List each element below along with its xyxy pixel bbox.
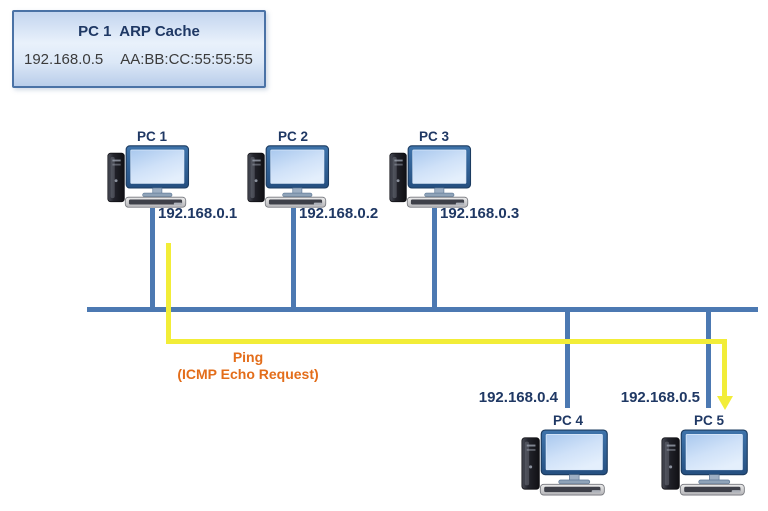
pc3-ip-label: 192.168.0.3 (440, 205, 520, 222)
bus-line (87, 307, 758, 312)
ping-path-segment-down (166, 243, 171, 343)
pc5-ip-label: 192.168.0.5 (620, 389, 700, 406)
pc4-drop-line (565, 311, 570, 408)
ping-path-segment-across (166, 339, 727, 344)
arp-cache-title: PC 1 ARP Cache (78, 23, 200, 40)
pc1-drop-line (150, 208, 155, 309)
ping-path-segment-to-pc5 (722, 339, 727, 397)
ping-arrow-down-icon (717, 396, 733, 410)
pc3-desktop-computer-icon (389, 145, 472, 208)
pc4-label: PC 4 (552, 413, 584, 428)
pc4-ip-label: 192.168.0.4 (478, 389, 558, 406)
pc1-desktop-computer-icon (107, 145, 190, 208)
pc1-ip-label: 192.168.0.1 (158, 205, 238, 222)
pc2-drop-line (291, 208, 296, 309)
pc5-drop-line (706, 311, 711, 408)
pc2-desktop-computer-icon (247, 145, 330, 208)
pc3-drop-line (432, 208, 437, 309)
arp-cache-box: PC 1 ARP Cache 192.168.0.5 AA:BB:CC:55:5… (12, 10, 266, 88)
ping-caption-line1: Ping (232, 349, 264, 365)
pc5-label: PC 5 (693, 413, 725, 428)
ping-caption: Ping (ICMP Echo Request) (166, 349, 330, 383)
pc5-desktop-computer-icon (661, 429, 748, 496)
arp-cache-entry: 192.168.0.5 AA:BB:CC:55:55:55 (14, 51, 264, 68)
arp-entry-ip: 192.168.0.5 (24, 51, 104, 68)
pc2-label: PC 2 (277, 129, 309, 144)
pc2-ip-label: 192.168.0.2 (299, 205, 379, 222)
arp-entry-mac: AA:BB:CC:55:55:55 (120, 51, 253, 68)
pc3-label: PC 3 (418, 129, 450, 144)
pc1-label: PC 1 (136, 129, 168, 144)
pc4-desktop-computer-icon (521, 429, 608, 496)
ping-caption-line2: (ICMP Echo Request) (177, 366, 319, 382)
